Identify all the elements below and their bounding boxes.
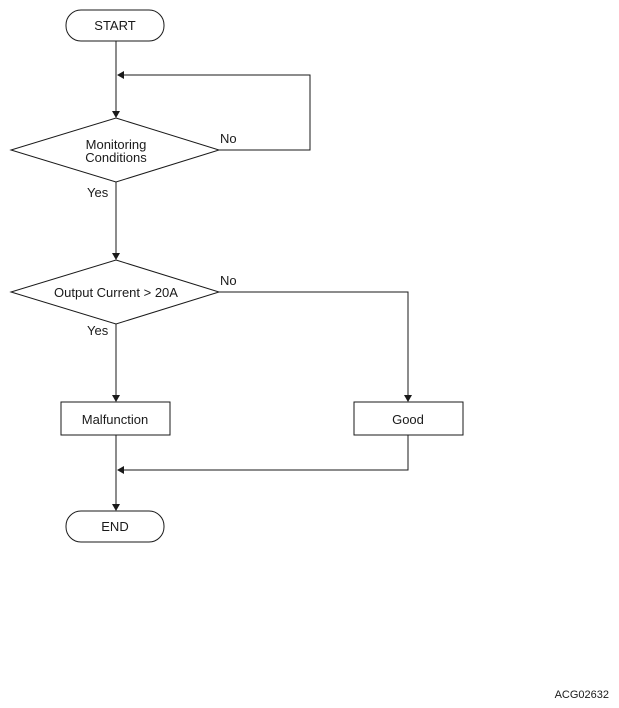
end-terminal (65, 510, 165, 543)
good-box (353, 401, 464, 436)
arrow-into-end (112, 504, 120, 511)
decision2-yes-label: Yes (87, 323, 109, 338)
arrow-into-good (404, 395, 412, 402)
arrow-into-decision2 (112, 253, 120, 260)
malfunction-label: Malfunction (82, 412, 148, 427)
arrow-loop-return (117, 71, 124, 79)
figure-code: ACG02632 (555, 689, 609, 701)
arrow-into-malfunction (112, 395, 120, 402)
decision1-yes-label: Yes (87, 185, 109, 200)
start-terminal (65, 9, 165, 42)
decision2-no-label: No (220, 273, 237, 288)
connector-good-merge (124, 435, 409, 471)
decision2-label: Output Current > 20A (54, 285, 178, 300)
malfunction-box (60, 401, 171, 436)
good-label: Good (392, 412, 424, 427)
end-label: END (101, 519, 128, 534)
decision1-label-line1: Monitoring (86, 137, 147, 152)
connector-decision2-no-good (219, 291, 409, 396)
arrow-merge (117, 466, 124, 474)
decision1-no-label: No (220, 131, 237, 146)
connector-decision1-no-loop (124, 74, 311, 151)
decision1-label-line2: Conditions (85, 150, 147, 165)
start-label: START (94, 18, 135, 33)
arrow-into-decision1 (112, 111, 120, 118)
